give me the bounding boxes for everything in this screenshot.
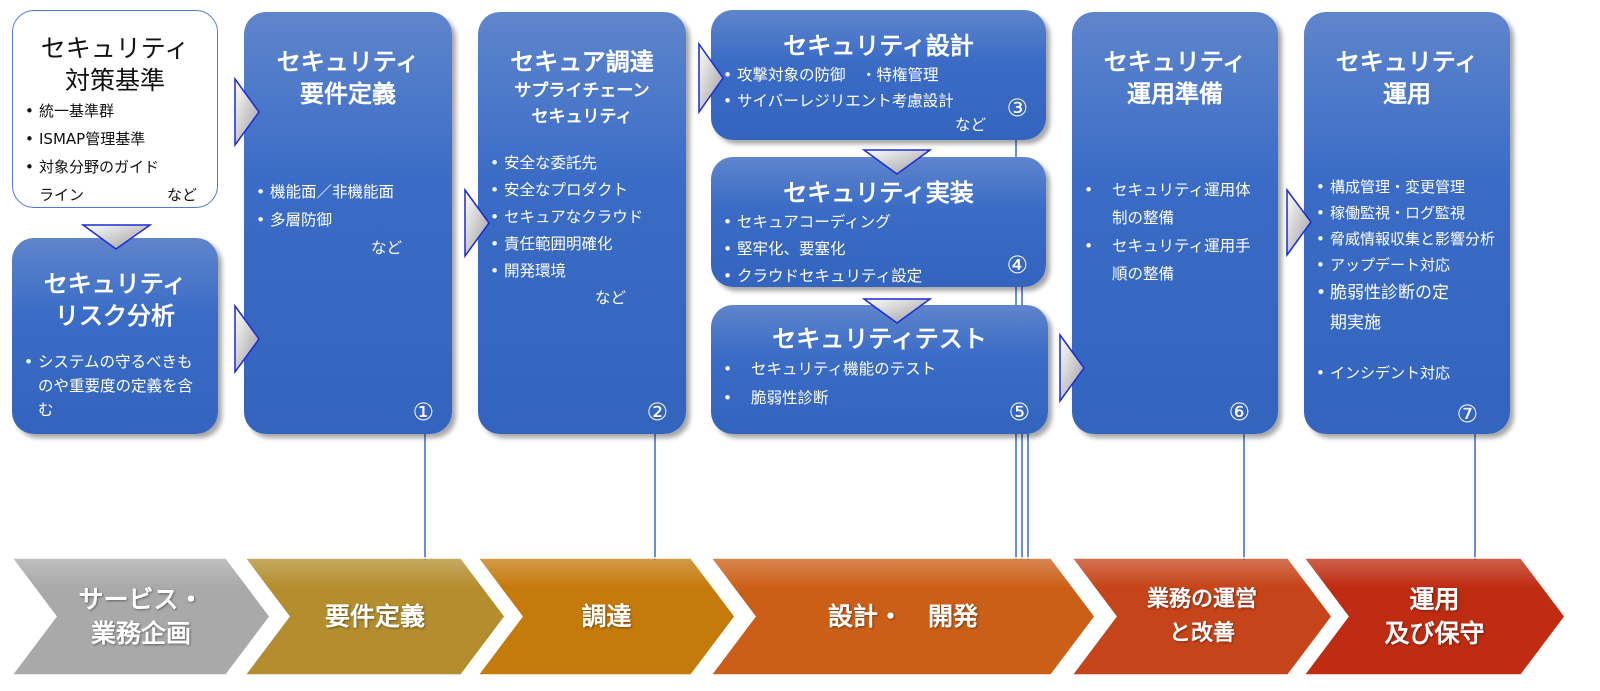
phase-label-line: サービス・ (78, 584, 204, 614)
connector-line (1027, 420, 1029, 560)
box-title: 対策基準 (64, 66, 165, 95)
phase-label-line: 要件定義 (324, 601, 425, 631)
step-number: ① (412, 398, 434, 426)
box-title: セキュリティ (40, 34, 190, 63)
box-title: セキュリティ (276, 48, 420, 76)
phase-chevron (1302, 557, 1566, 676)
connector-line (1474, 420, 1476, 560)
phase-chevron (243, 557, 506, 676)
list-item: 脆弱性診断 (721, 384, 1038, 413)
list-item: 安全なプロダクト (488, 177, 676, 204)
list-item: 構成管理・変更管理 (1314, 174, 1500, 200)
etc-label: など (954, 116, 986, 134)
box-subtitle: サプライチェーン (514, 81, 650, 101)
list-item: セキュアなクラウド (488, 204, 676, 231)
connector-line (424, 420, 426, 560)
step-number: ⑥ (1228, 398, 1250, 426)
step-number: ⑦ (1456, 400, 1478, 428)
phase-chevron (10, 557, 271, 676)
phase-label: 調達 (522, 600, 691, 634)
list-item: 脆弱性診断の定期実施 (1314, 278, 1500, 338)
box-title: セキュリティ設計 (783, 32, 974, 60)
testing-box: セキュリティテスト セキュリティ機能のテスト 脆弱性診断 ⑤ (711, 305, 1048, 434)
box-title: セキュリティ (1103, 48, 1247, 76)
phase-label-line: 運用 (1409, 584, 1460, 614)
phase-chevron (476, 557, 736, 676)
list-item: サイバーレジリエント考慮設計 (721, 88, 1036, 114)
phase-chevron (709, 557, 1096, 676)
list-item: 機能面／非機能面 (254, 178, 442, 206)
list-item: ISMAP管理基準 (23, 125, 207, 153)
list-item: 堅牢化、要塞化 (721, 236, 1036, 263)
etc-label: など (370, 239, 402, 257)
box-subtitle: セキュリティ (531, 107, 633, 127)
step-number: ② (646, 398, 668, 426)
box-title: 運用 (1383, 80, 1431, 108)
list-item: システムの守るべきものや重要度の定義を含む (22, 350, 208, 422)
list-item: インシデント対応 (1314, 360, 1500, 386)
step-number: ③ (1006, 94, 1028, 122)
security-standards-box: セキュリティ 対策基準 統一基準群 ISMAP管理基準 対象分野のガイド ライン… (12, 10, 218, 208)
phase-label: 設計・ 開発 (755, 600, 1051, 634)
list-item: ライン (39, 186, 85, 204)
phase-label-line: と改善 (1168, 620, 1235, 646)
list-item: 開発環境 (488, 258, 676, 285)
etc-label: など (166, 186, 197, 204)
requirements-box: セキュリティ 要件定義 機能面／非機能面 多層防御 など ① (244, 12, 452, 434)
list-item: アップデート対応 (1314, 252, 1500, 278)
connector-line (654, 420, 656, 560)
list-item: 稼働監視・ログ監視 (1314, 200, 1500, 226)
implementation-box: セキュリティ実装 セキュアコーディング 堅牢化、要塞化 クラウドセキュリティ設定… (711, 157, 1046, 290)
phase-label: 運用及び保守 (1348, 583, 1521, 651)
box-title: セキュリティ実装 (783, 179, 974, 207)
list-item: 対象分野のガイド (23, 153, 207, 181)
step-number: ⑤ (1008, 398, 1030, 426)
phase-label-line: 調達 (581, 601, 632, 631)
phase-label: 要件定義 (289, 600, 461, 634)
list-item: セキュアコーディング (721, 209, 1036, 236)
list-item: セキュリティ運用体制の整備 (1082, 176, 1264, 232)
phase-label-line: 業務企画 (90, 618, 191, 648)
step-number: ④ (1006, 251, 1028, 279)
box-title: 要件定義 (300, 80, 396, 108)
list-item: セキュリティ運用手順の整備 (1082, 232, 1264, 288)
risk-analysis-box: セキュリティ リスク分析 システムの守るべきものや重要度の定義を含む (12, 238, 218, 434)
list-item: 統一基準群 (23, 97, 207, 125)
box-title: セキュア調達 (510, 48, 654, 76)
operation-box: セキュリティ 運用 構成管理・変更管理 稼働監視・ログ監視 脅威情報収集と影響分… (1304, 12, 1510, 434)
phase-label-line: 設計・ 開発 (827, 601, 978, 631)
operation-prep-box: セキュリティ 運用準備 セキュリティ運用体制の整備 セキュリティ運用手順の整備 … (1072, 12, 1278, 434)
box-title: セキュリティ (43, 270, 187, 298)
procurement-box: セキュア調達 サプライチェーン セキュリティ 安全な委託先 安全なプロダクト セ… (478, 12, 686, 434)
phase-chevron (1070, 557, 1333, 676)
phase-label: サービス・業務企画 (56, 583, 226, 651)
list-item: 攻撃対象の防御 ・特権管理 (721, 62, 1036, 88)
list-item: 脅威情報収集と影響分析 (1314, 226, 1500, 252)
box-title: リスク分析 (55, 302, 175, 330)
phase-label-line: 業務の運営 (1146, 586, 1257, 612)
list-item: 多層防御 (254, 206, 442, 234)
list-item: セキュリティ機能のテスト (721, 355, 1038, 384)
phase-label: 業務の運営と改善 (1116, 583, 1288, 651)
box-title: 運用準備 (1127, 80, 1223, 108)
design-box: セキュリティ設計 攻撃対象の防御 ・特権管理 サイバーレジリエント考慮設計 など… (711, 10, 1046, 140)
list-item: クラウドセキュリティ設定 (721, 263, 1036, 290)
list-item: 責任範囲明確化 (488, 231, 676, 258)
list-item: 安全な委託先 (488, 150, 676, 177)
phase-label-line: 及び保守 (1384, 618, 1485, 648)
box-title: セキュリティ (1335, 48, 1479, 76)
box-title: セキュリティテスト (772, 325, 987, 353)
etc-label: など (594, 289, 626, 307)
connector-line (1243, 420, 1245, 560)
